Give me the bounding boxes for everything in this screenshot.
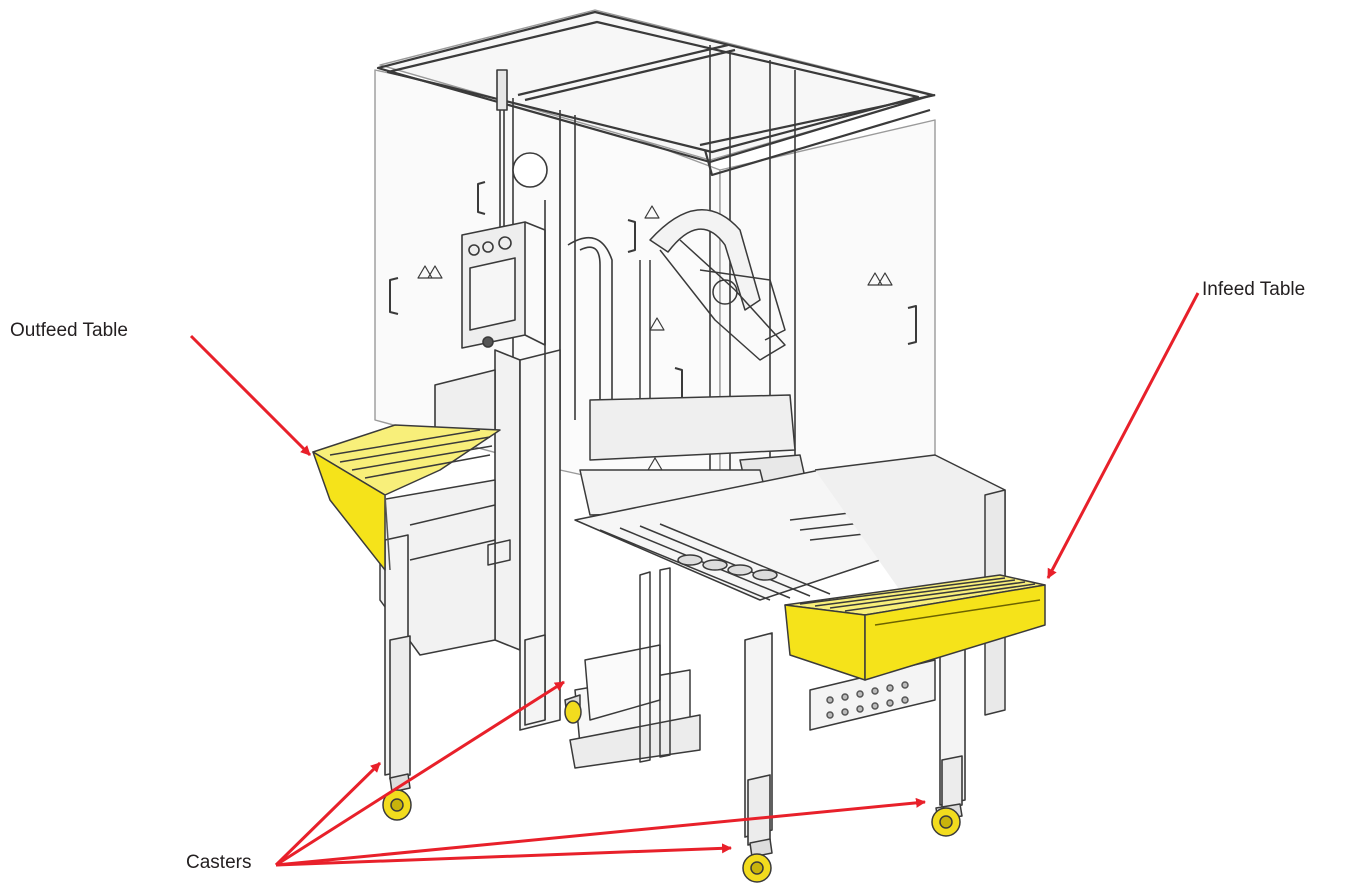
- arrow-caster-center: [275, 843, 732, 867]
- label-infeed-table: Infeed Table: [1202, 279, 1306, 300]
- caster-rear: [564, 694, 582, 724]
- arrow-caster-rear: [275, 680, 565, 867]
- arrow-caster-left: [274, 761, 382, 867]
- label-outfeed-table: Outfeed Table: [10, 320, 128, 341]
- panel-handles: [389, 181, 917, 401]
- arrow-infeed: [1046, 292, 1200, 579]
- callout-arrows: [189, 292, 1200, 867]
- warning-triangles: [417, 205, 893, 471]
- caster-right: [931, 803, 963, 837]
- caster-center: [742, 838, 773, 883]
- outfeed-table: [312, 424, 501, 571]
- main-column: [434, 200, 613, 731]
- reservoir: [569, 567, 701, 769]
- infeed-table: [784, 574, 1046, 681]
- legs: [384, 534, 966, 846]
- stack-light: [496, 69, 548, 230]
- caster-wheels: [382, 694, 963, 883]
- control-panel: [461, 221, 546, 349]
- arrow-caster-right: [275, 797, 926, 867]
- arrow-outfeed: [189, 334, 312, 457]
- machine-drawing: [312, 9, 1046, 883]
- top-frame: [376, 10, 936, 177]
- caster-left: [382, 773, 412, 821]
- label-casters: Casters: [186, 852, 252, 873]
